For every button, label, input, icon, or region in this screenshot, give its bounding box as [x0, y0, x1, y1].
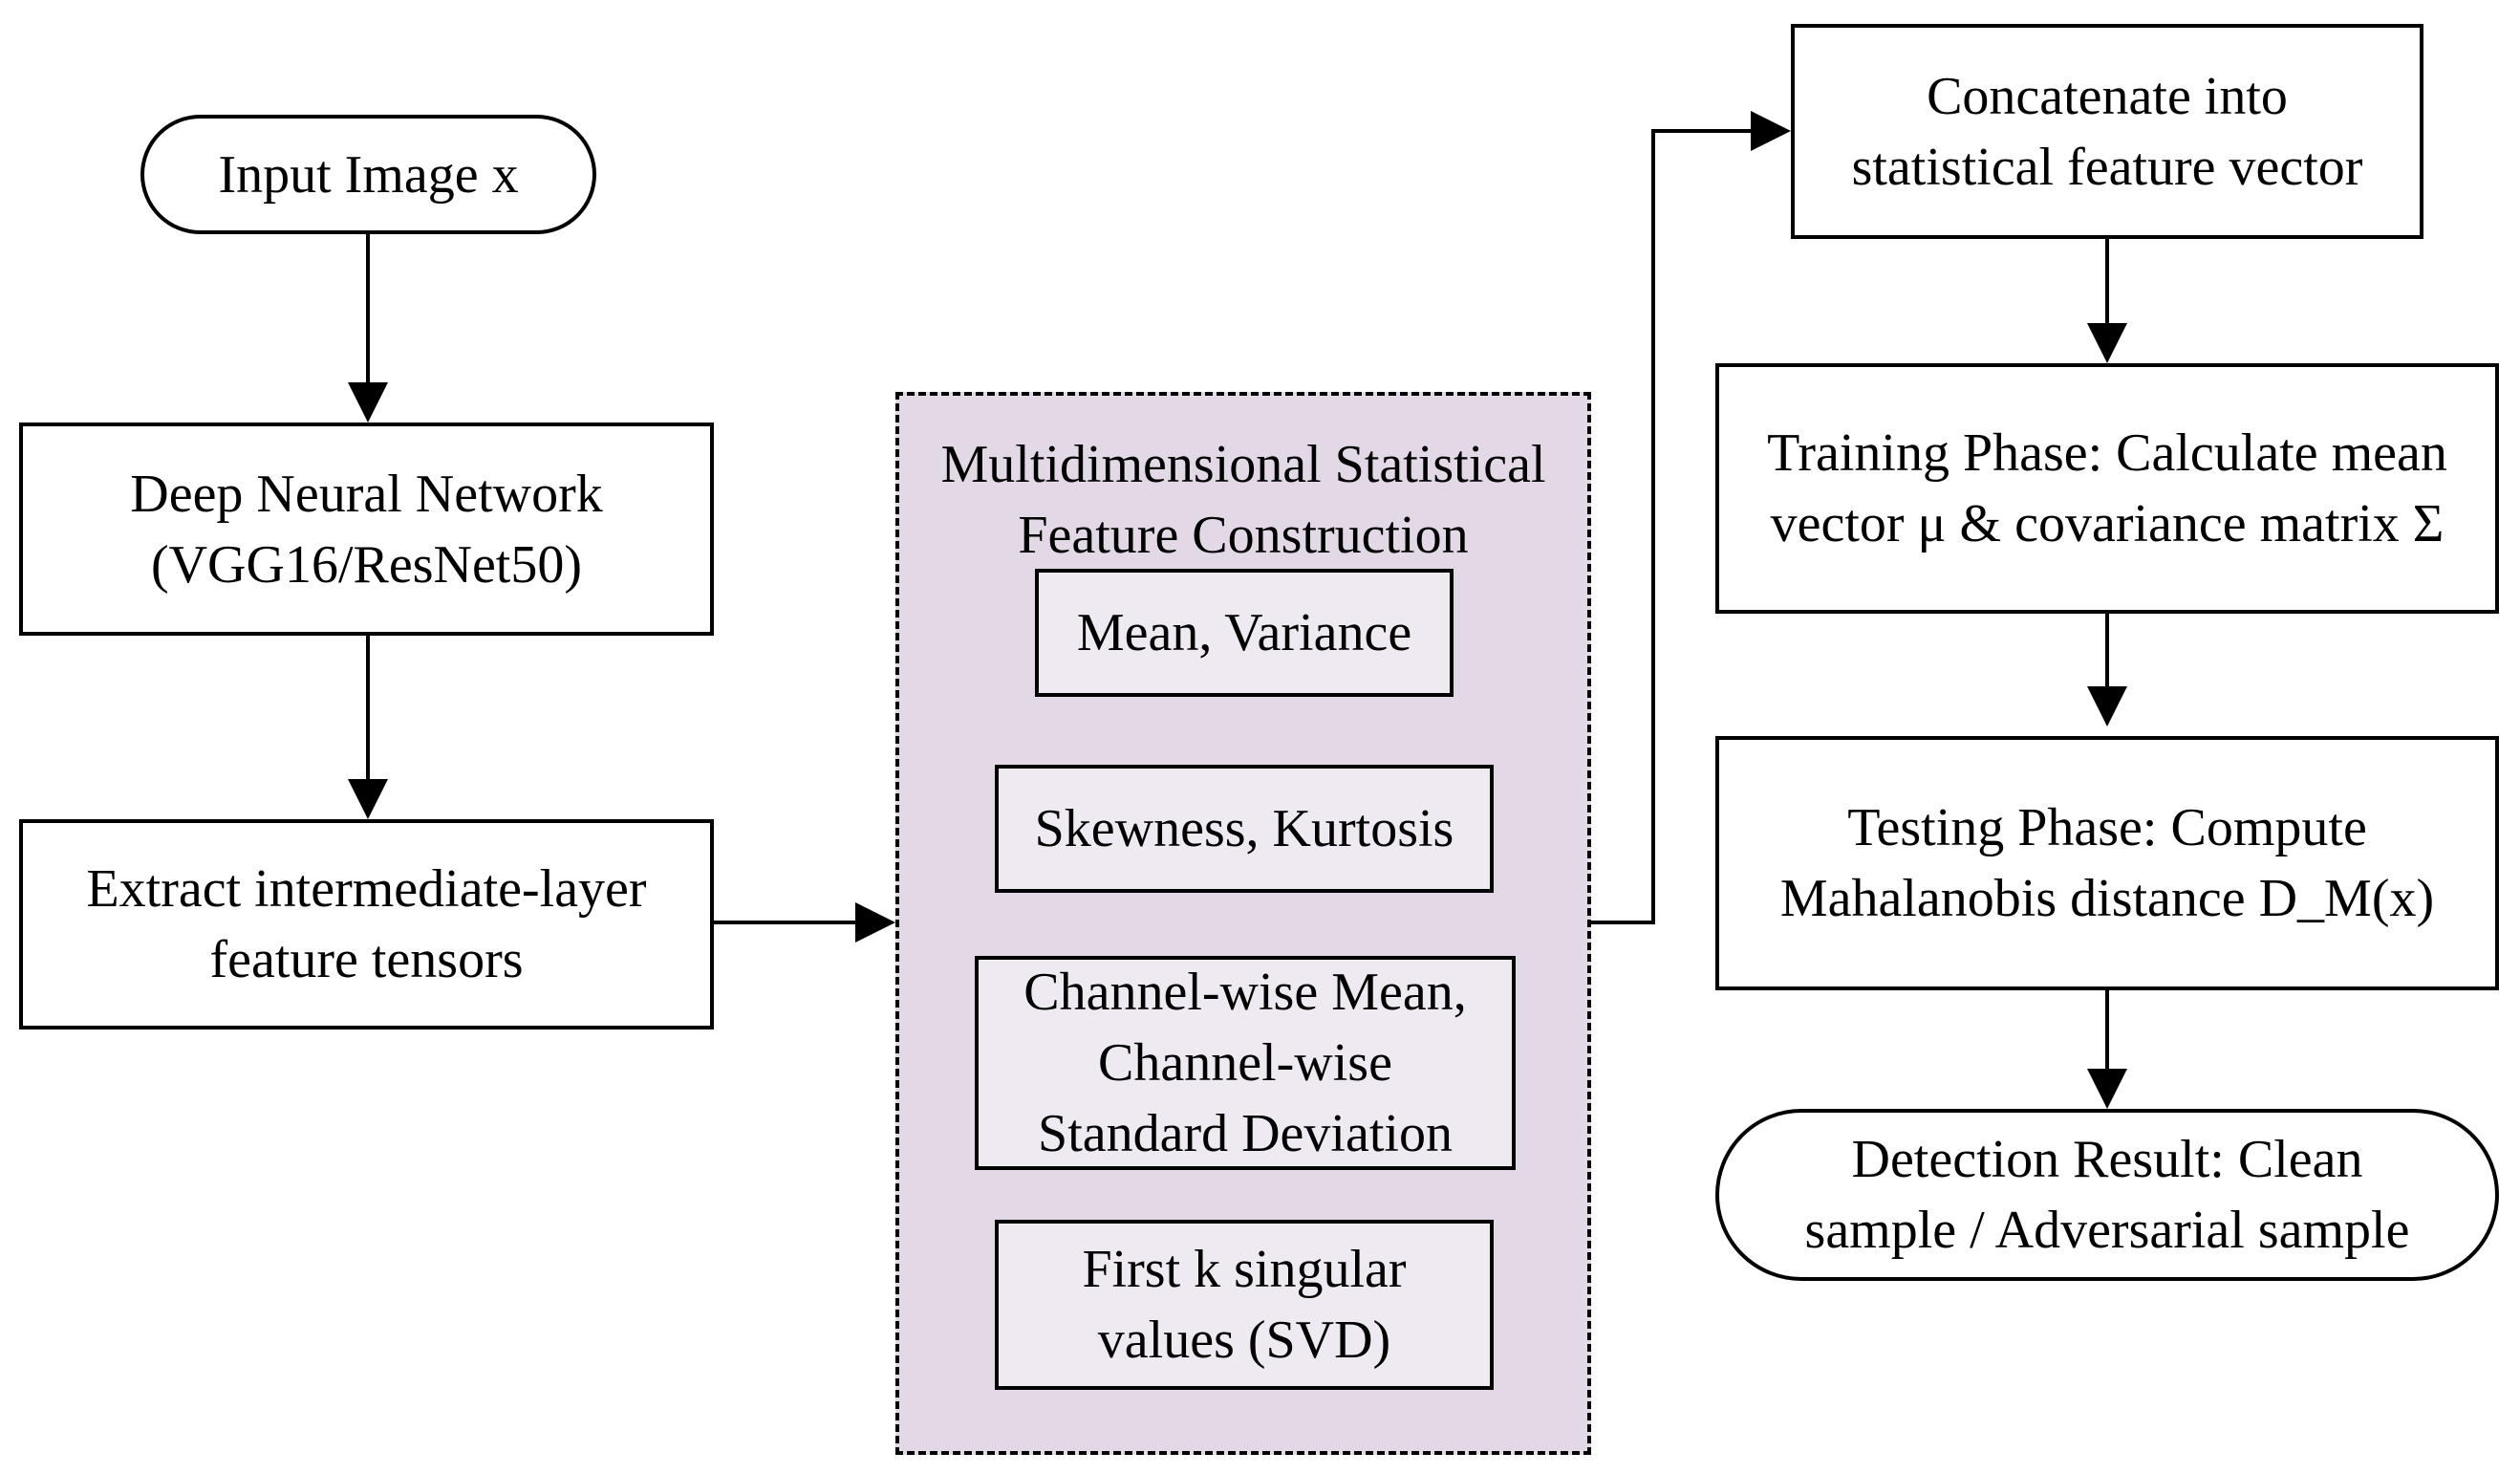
- extract-line-2: feature tensors: [209, 930, 524, 989]
- statistical-feature-group: Multidimensional Statistical Feature Con…: [895, 392, 1591, 1455]
- arrowhead-stats: [855, 902, 895, 943]
- testing-line-1: Testing Phase: Compute: [1847, 798, 2367, 857]
- testing-phase-box: Testing Phase: Compute Mahalanobis dista…: [1715, 736, 2499, 990]
- statistical-feature-group-title: Multidimensional Statistical Feature Con…: [899, 429, 1587, 571]
- extract-features-box: Extract intermediate-layer feature tenso…: [19, 819, 714, 1030]
- dnn-line-1: Deep Neural Network: [130, 464, 603, 524]
- training-line-2: vector μ & covariance matrix Σ: [1770, 494, 2445, 553]
- svd-line-2: values (SVD): [1097, 1311, 1391, 1370]
- dnn-line-2: (VGG16/ResNet50): [150, 534, 583, 595]
- input-image-label: Input Image x: [218, 144, 519, 205]
- arrowhead-extract: [348, 779, 388, 819]
- arrow-stats-to-concat: [1591, 129, 1751, 924]
- arrowhead-dnn: [348, 382, 388, 423]
- svd-box: First k singular values (SVD): [995, 1220, 1494, 1390]
- arrowhead-concat: [1751, 111, 1791, 151]
- group-title-line-1: Multidimensional Statistical: [940, 435, 1546, 494]
- extract-line-1: Extract intermediate-layer: [86, 859, 647, 919]
- concatenate-box: Concatenate into statistical feature vec…: [1791, 24, 2423, 239]
- arrowhead-result: [2087, 1069, 2127, 1109]
- training-line-1: Training Phase: Calculate mean: [1767, 423, 2447, 483]
- input-image-terminal: Input Image x: [140, 115, 596, 234]
- concat-line-2: statistical feature vector: [1851, 137, 2363, 197]
- skewness-kurtosis-label: Skewness, Kurtosis: [1034, 799, 1454, 858]
- concat-line-1: Concatenate into: [1927, 66, 2288, 126]
- channel-wise-stats-box: Channel-wise Mean, Channel-wise Standard…: [975, 956, 1516, 1170]
- arrowhead-testing: [2087, 686, 2127, 726]
- skewness-kurtosis-box: Skewness, Kurtosis: [995, 765, 1494, 893]
- channel-wise-line-3: Standard Deviation: [1038, 1104, 1453, 1163]
- deep-neural-network-box: Deep Neural Network (VGG16/ResNet50): [19, 423, 714, 636]
- detection-result-terminal: Detection Result: Clean sample / Adversa…: [1715, 1109, 2499, 1281]
- training-phase-box: Training Phase: Calculate mean vector μ …: [1715, 363, 2499, 614]
- testing-line-2: Mahalanobis distance D_M(x): [1779, 869, 2435, 928]
- channel-wise-line-2: Channel-wise: [1098, 1033, 1392, 1093]
- result-line-2: sample / Adversarial sample: [1804, 1201, 2410, 1260]
- mean-variance-label: Mean, Variance: [1076, 603, 1412, 662]
- group-title-line-2: Feature Construction: [1018, 506, 1469, 565]
- channel-wise-line-1: Channel-wise Mean,: [1023, 963, 1467, 1022]
- arrowhead-training: [2087, 323, 2127, 363]
- mean-variance-box: Mean, Variance: [1035, 569, 1454, 697]
- result-line-1: Detection Result: Clean: [1851, 1130, 2363, 1189]
- svd-line-1: First k singular: [1082, 1240, 1407, 1299]
